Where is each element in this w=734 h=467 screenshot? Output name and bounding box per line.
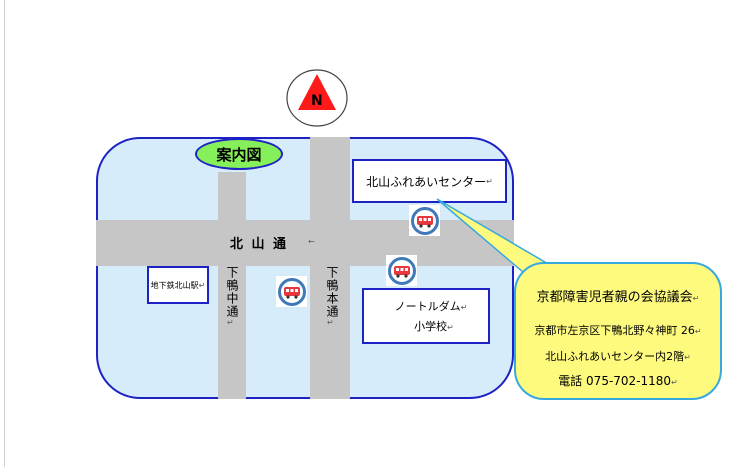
- callout-phone-text: 電話 075-702-1180: [558, 374, 672, 388]
- callout-building: 北山ふれあいセンター内2階↵: [516, 348, 720, 364]
- para-mark: ↵: [684, 353, 691, 362]
- callout-address: 京都市左京区下鴨北野々神町 26↵: [516, 322, 720, 338]
- road-label-kitayama: 北 山 通: [230, 237, 289, 252]
- callout-org: 京都障害児者親の会協議会↵: [516, 286, 720, 305]
- callout-org-text: 京都障害児者親の会協議会: [536, 290, 693, 305]
- bus-icon: [277, 277, 306, 306]
- road-shimogamo-naka: [218, 172, 246, 399]
- bus-stop-icon: [276, 276, 307, 307]
- bus-icon: [387, 256, 416, 285]
- road-kitayama: [96, 220, 514, 266]
- para-mark: ↵: [671, 378, 678, 387]
- bus-stop-icon: [386, 255, 417, 286]
- arrow-mark: ←: [308, 237, 315, 246]
- road-label-shimogamo-naka-group: 下鴨中通 ↵: [224, 266, 240, 327]
- bus-stop-icon: [409, 205, 440, 236]
- north-arrow-icon: [286, 69, 348, 127]
- landmark-label: 北山ふれあいセンター: [366, 174, 487, 189]
- info-callout: 京都障害児者親の会協議会↵ 京都市左京区下鴨北野々神町 26↵ 北山ふれあいセン…: [514, 262, 722, 400]
- para-mark: ↵: [460, 303, 468, 312]
- para-mark: ↵: [692, 294, 700, 303]
- map-title-badge: 案内図: [195, 138, 283, 170]
- road-label-shimogamo-naka: 下鴨中通: [225, 266, 239, 318]
- landmark-kitayama-station: 地下鉄北山駅 ↵: [147, 266, 209, 304]
- para-mark: ↵: [227, 318, 234, 327]
- map-title: 案内図: [216, 145, 262, 164]
- landmark-label: ノートルダム: [394, 300, 461, 313]
- landmark-notre-dame-school: ノートルダム↵ 小学校↵: [362, 288, 490, 344]
- school-line-1: ノートルダム↵: [395, 298, 468, 314]
- road-label-shimogamo-hon: 下鴨本通: [325, 266, 339, 318]
- page-edge-line: [4, 0, 5, 467]
- road-shimogamo-hon: [310, 137, 350, 399]
- landmark-label: 地下鉄北山駅: [150, 280, 199, 290]
- north-label: N: [311, 93, 323, 109]
- school-line-2: 小学校↵: [414, 318, 454, 334]
- para-mark: ↵: [694, 327, 702, 336]
- para-mark: ↵: [327, 318, 334, 327]
- callout-address-text: 京都市左京区下鴨北野々神町 26: [534, 324, 695, 337]
- para-mark: ↵: [198, 280, 206, 290]
- para-mark: ↵: [486, 176, 493, 186]
- bus-icon: [410, 206, 439, 235]
- callout-building-text: 北山ふれあいセンター内2階: [545, 350, 685, 363]
- landmark-kitayama-center: 北山ふれあいセンター ↵: [352, 159, 507, 203]
- north-indicator: N: [285, 68, 349, 128]
- landmark-label: 小学校: [414, 320, 448, 333]
- callout-phone: 電話 075-702-1180↵: [516, 372, 720, 389]
- para-mark: ↵: [447, 323, 454, 332]
- road-label-shimogamo-hon-group: 下鴨本通 ↵: [324, 266, 340, 327]
